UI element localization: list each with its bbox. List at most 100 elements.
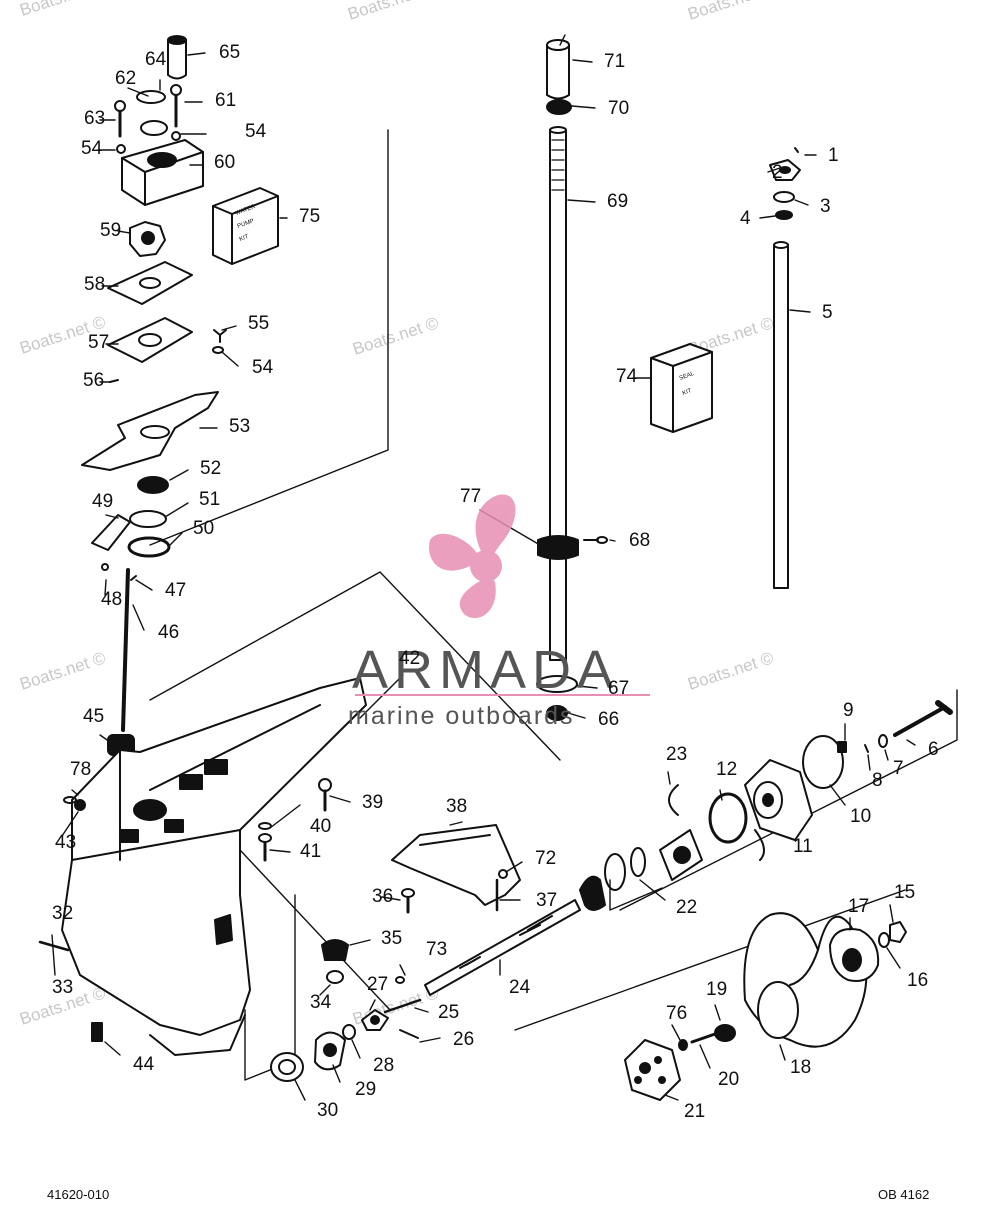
washer-48 [101, 563, 109, 571]
washer-7 [878, 734, 888, 748]
assembly-line [239, 849, 391, 1011]
shift-rod-assembly [769, 147, 801, 589]
bearing-77 [537, 535, 579, 560]
nut-76 [678, 1039, 688, 1051]
callout-11: 11 [793, 836, 813, 857]
callout-16: 16 [907, 970, 928, 991]
callout-35: 35 [381, 928, 402, 949]
watermark-text: Boats.net © [17, 648, 108, 694]
plate-58 [107, 261, 193, 305]
callout-8: 8 [872, 770, 883, 791]
callout-52: 52 [200, 458, 221, 479]
o-ring-12 [708, 792, 748, 844]
callout-68: 68 [629, 530, 650, 551]
callout-63: 63 [84, 108, 105, 129]
washer-34 [326, 970, 344, 984]
callout-55: 55 [248, 313, 269, 334]
callout-69: 69 [607, 191, 628, 212]
callout-42: 42 [399, 648, 420, 669]
callout-74: 74 [616, 366, 638, 387]
gear-housing [38, 677, 367, 1056]
callout-7: 7 [893, 758, 904, 779]
bearing-30 [270, 1052, 304, 1082]
callout-39: 39 [362, 792, 383, 813]
callout-54: 54 [81, 138, 103, 159]
callout-6: 6 [928, 739, 939, 760]
callout-37: 37 [536, 890, 557, 911]
armada-watermark: ARMADA marine outboards [348, 494, 650, 730]
diagram-code-left: 41620-010 [47, 1187, 110, 1202]
callout-75: 75 [299, 206, 320, 227]
assembly-line [149, 571, 561, 761]
clip-47 [130, 575, 137, 581]
callout-2: 2 [772, 162, 783, 183]
assembly-line [149, 129, 389, 546]
watermark-text: Boats.net © [685, 0, 776, 24]
screw-32 [38, 940, 70, 952]
gasket-57 [107, 317, 193, 363]
watermark-text: Boats.net © [17, 0, 108, 20]
tube-71 [546, 44, 570, 100]
callout-58: 58 [84, 274, 105, 295]
callout-22: 22 [676, 897, 697, 918]
callout-61: 61 [215, 90, 236, 111]
callout-9: 9 [843, 700, 854, 721]
washer-54 [171, 131, 181, 141]
watermark-text: Boats.net © [350, 313, 441, 359]
callout-26: 26 [453, 1029, 474, 1050]
brand-name: ARMADA [352, 640, 619, 700]
callout-33: 33 [52, 977, 73, 998]
callout-60: 60 [214, 152, 235, 173]
callout-4: 4 [740, 208, 751, 229]
diagram-code-right: OB 4162 [878, 1187, 930, 1202]
callout-47: 47 [165, 580, 186, 601]
callout-36: 36 [372, 886, 393, 907]
parts-line-art [38, 34, 958, 1101]
pump-kit-box [212, 187, 279, 265]
callout-53: 53 [229, 416, 250, 437]
seal-kit-box [650, 343, 713, 433]
nut-39 [318, 778, 332, 792]
bearing-housing-assembly [579, 700, 953, 911]
o-ring-10 [802, 735, 844, 789]
callout-66: 66 [598, 709, 619, 730]
plate-53 [81, 391, 219, 471]
callout-15: 15 [894, 882, 915, 903]
callout-64: 64 [145, 49, 167, 70]
callout-51: 51 [199, 489, 220, 510]
callout-34: 34 [310, 992, 332, 1013]
callout-46: 46 [158, 622, 179, 643]
callout-20: 20 [718, 1069, 739, 1090]
pump-kit-label-3: KIT [239, 234, 250, 243]
spring-26 [399, 1029, 419, 1039]
callout-5: 5 [822, 302, 833, 323]
washer-78 [63, 796, 77, 804]
o-ring-51 [129, 510, 167, 528]
drive-shaft-assembly [536, 39, 608, 721]
gear-35 [321, 939, 349, 961]
callout-12: 12 [716, 759, 737, 780]
washer-73 [395, 976, 405, 984]
retainer-23 [668, 784, 679, 816]
washer-54 [116, 144, 126, 154]
callout-1: 1 [828, 145, 839, 166]
washer-28 [342, 1024, 356, 1040]
rod-46 [121, 568, 130, 732]
watermark-text: Boats.net © [685, 648, 776, 694]
callout-73: 73 [426, 939, 447, 960]
hub-21 [624, 1039, 681, 1101]
plug-44 [91, 1022, 103, 1042]
callout-19: 19 [706, 979, 727, 1000]
callout-62: 62 [115, 68, 136, 89]
tube-65 [167, 39, 187, 80]
screw-20 [690, 1032, 717, 1044]
callout-44: 44 [133, 1054, 155, 1075]
washer-43 [74, 799, 86, 811]
gear-stack [270, 939, 389, 1082]
callout-43: 43 [55, 832, 76, 853]
callout-50: 50 [193, 518, 214, 539]
washer-22a [630, 847, 646, 877]
callout-78: 78 [70, 759, 91, 780]
screw-55 [213, 329, 227, 343]
callout-27: 27 [367, 974, 388, 995]
